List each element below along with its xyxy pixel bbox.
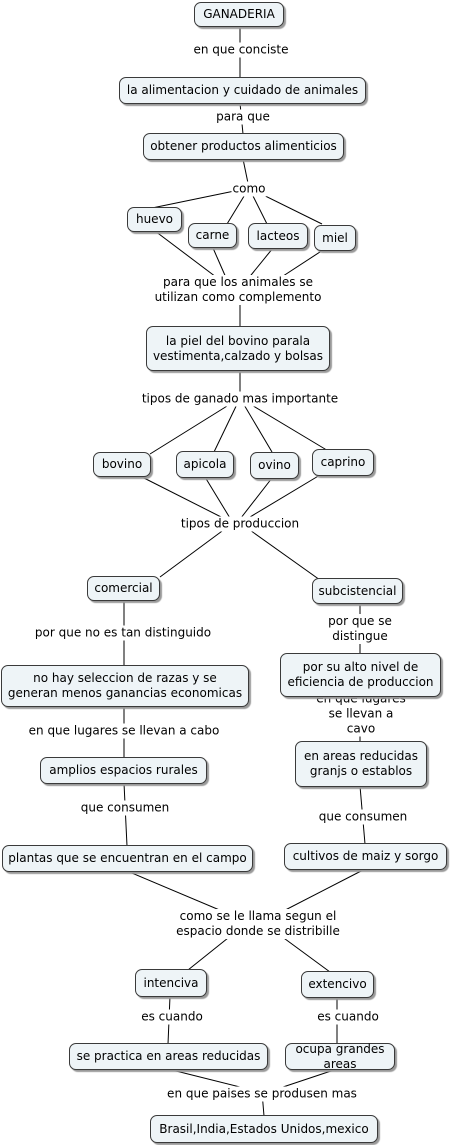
concept-productos-alimenticios[interactable]: obtener productos alimenticios bbox=[143, 133, 344, 160]
link-para-que: para que bbox=[215, 109, 271, 125]
link-paises-produsen: en que paises se produsen mas bbox=[166, 1086, 358, 1102]
concept-ovino[interactable]: ovino bbox=[250, 452, 299, 479]
link-tipos-de-produccion: tipos de produccion bbox=[179, 516, 301, 532]
concept-ocupa-areas[interactable]: ocupa grandes areas bbox=[285, 1042, 395, 1071]
concept-intenciva[interactable]: intenciva bbox=[135, 969, 207, 997]
link-que-consumen-left: que consumen bbox=[79, 800, 171, 816]
concept-ganaderia[interactable]: GANADERIA bbox=[194, 2, 284, 27]
link-no-distinguido: por que no es tan distinguido bbox=[33, 625, 213, 641]
concept-extencivo[interactable]: extencivo bbox=[301, 971, 374, 998]
concept-miel[interactable]: miel bbox=[314, 225, 356, 251]
concept-alto-nivel[interactable]: por su alto nivel de eficiencia de produ… bbox=[280, 653, 441, 697]
concept-apicola[interactable]: apicola bbox=[176, 451, 234, 478]
link-es-cuando-right: es cuando bbox=[316, 1009, 380, 1025]
concept-lacteos[interactable]: lacteos bbox=[248, 223, 308, 249]
concept-carne[interactable]: carne bbox=[188, 223, 237, 248]
concept-practica-areas[interactable]: se practica en areas reducidas bbox=[69, 1043, 268, 1070]
concept-comercial[interactable]: comercial bbox=[87, 576, 160, 601]
concept-cultivos[interactable]: cultivos de maiz y sorgo bbox=[284, 843, 447, 870]
concept-piel-bovino[interactable]: la piel del bovino parala vestimenta,cal… bbox=[146, 326, 330, 371]
link-lugares-cavo: en que lugares se llevan a cavo bbox=[312, 691, 410, 737]
link-segun-espacio: como se le llama segun el espacio donde … bbox=[157, 909, 359, 939]
concept-caprino[interactable]: caprino bbox=[312, 449, 374, 476]
link-como: como bbox=[231, 181, 267, 197]
concept-paises[interactable]: Brasil,India,Estados Unidos,mexico bbox=[150, 1115, 378, 1143]
concept-no-hay-seleccion[interactable]: no hay seleccion de razas y se generan m… bbox=[1, 665, 249, 707]
concept-bovino[interactable]: bovino bbox=[93, 452, 151, 477]
link-tipos-de-ganado: tipos de ganado mas importante bbox=[140, 391, 340, 407]
link-complemento: para que los animales se utilizan como c… bbox=[153, 275, 323, 305]
concept-plantas-campo[interactable]: plantas que se encuentran en el campo bbox=[2, 845, 253, 872]
link-en-que-conciste: en que conciste bbox=[192, 42, 290, 58]
concept-espacios-rurales[interactable]: amplios espacios rurales bbox=[40, 757, 207, 784]
link-se-distingue: por que se distingue bbox=[310, 614, 410, 644]
concept-subcistencial[interactable]: subcistencial bbox=[312, 578, 403, 604]
concept-huevo[interactable]: huevo bbox=[127, 207, 182, 232]
link-que-consumen-right: que consumen bbox=[317, 809, 409, 825]
link-es-cuando-left: es cuando bbox=[140, 1009, 204, 1025]
concept-areas-reducidas[interactable]: en areas reducidas granjs o establos bbox=[295, 741, 427, 787]
concept-alimentacion[interactable]: la alimentacion y cuidado de animales bbox=[119, 77, 366, 104]
link-lugares-cabo: en que lugares se llevan a cabo bbox=[27, 723, 221, 739]
